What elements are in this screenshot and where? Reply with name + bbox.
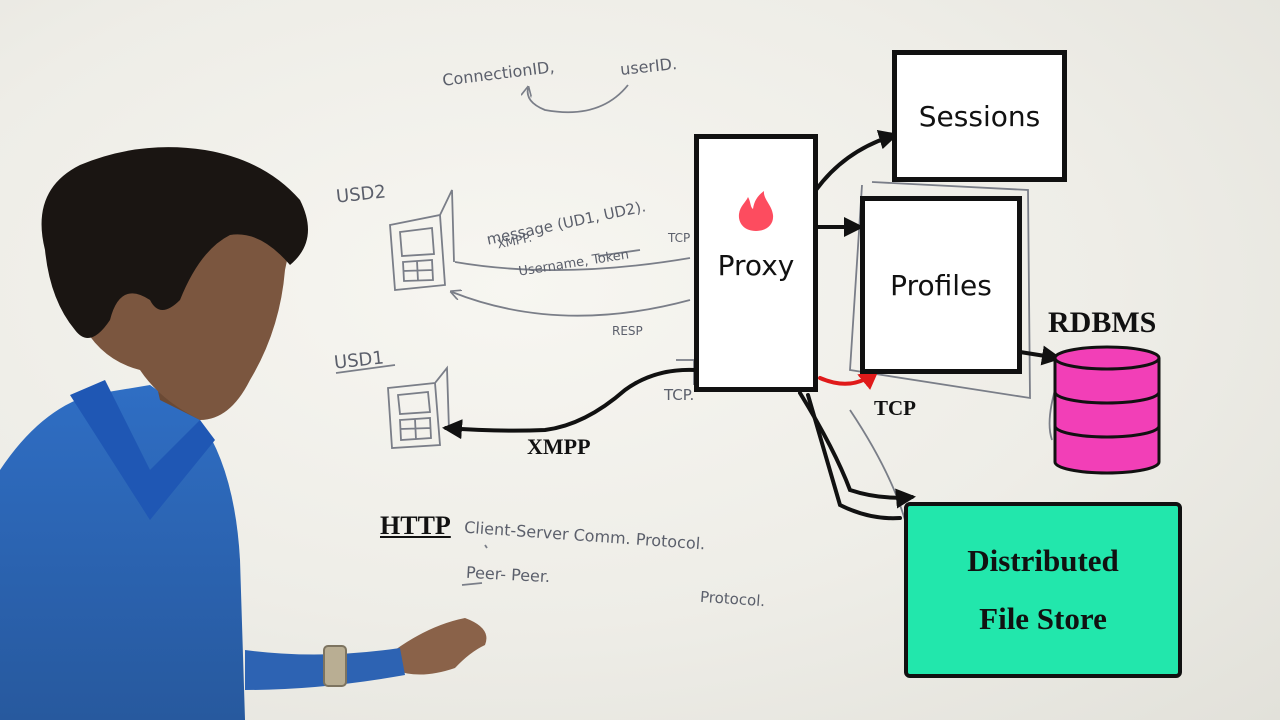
handwritten-resp: RESP	[612, 324, 643, 338]
profiles-label: Profiles	[890, 268, 992, 302]
edge-proxy-filestore-b	[806, 393, 902, 521]
edge-label-http: HTTP	[380, 511, 451, 540]
edge-proxy-profiles-tcp	[818, 369, 880, 390]
file-store-label-line1: Distributed	[967, 543, 1119, 578]
phone-device-icon	[387, 365, 450, 449]
database-cylinder-icon	[1053, 345, 1161, 475]
sessions-label: Sessions	[918, 99, 1041, 133]
phone-device-icon	[389, 189, 455, 291]
rdbms-label: RDBMS	[1048, 306, 1157, 339]
edge-proxy-usd1	[442, 367, 698, 440]
tinder-flame-icon	[738, 191, 774, 231]
handwritten-tcp-small: TCP	[668, 231, 691, 245]
edge-label-xmpp: XMPP	[527, 434, 591, 459]
distributed-file-store-node: Distributed File Store	[904, 502, 1182, 678]
profiles-node: Profiles	[860, 196, 1022, 374]
proxy-label: Proxy	[717, 249, 795, 282]
edge-proxy-sessions	[814, 130, 899, 192]
sketch-lines	[335, 84, 1059, 586]
edge-profiles-rdbms	[1018, 345, 1062, 366]
handwritten-tcp-lower: TCP.	[664, 386, 695, 404]
file-store-label-line2: File Store	[979, 601, 1107, 636]
edge-label-tcp: TCP	[874, 396, 916, 420]
sessions-node: Sessions	[892, 50, 1067, 182]
proxy-node: Proxy	[694, 134, 818, 392]
